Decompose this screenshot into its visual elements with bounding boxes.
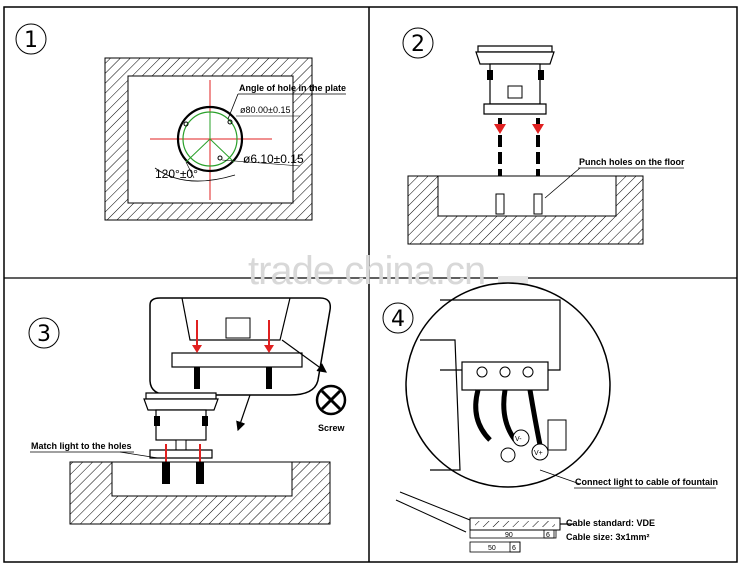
punch-leader <box>544 167 581 199</box>
small-hole-3 <box>217 155 223 161</box>
step-1-badge: 1 <box>15 23 47 55</box>
red-arrow-right <box>532 124 544 134</box>
terminal-screw-2 <box>499 366 511 378</box>
zoom-gland <box>225 317 251 339</box>
step-2-badge: 2 <box>402 27 434 59</box>
watermark: trade.china.cn <box>248 249 485 293</box>
floor-surface <box>437 175 617 217</box>
screw-arrow <box>281 339 327 373</box>
zoom-fixture-body <box>181 297 291 341</box>
dia-small-label: ø6.10±0.15 <box>243 152 304 166</box>
cable-line-1 <box>399 491 471 521</box>
dim-90-box <box>469 529 557 539</box>
dim-6b-label: 6 <box>512 545 516 552</box>
light-clip-left <box>154 416 160 426</box>
screw-icon <box>315 384 347 416</box>
angle-line-left <box>185 138 211 163</box>
light-gland <box>175 439 187 451</box>
zoom-pin-right <box>266 367 272 389</box>
angle-line-right <box>209 138 235 163</box>
angle-leader <box>227 93 239 120</box>
light-top-rim <box>145 392 217 400</box>
arc-tick <box>185 161 195 179</box>
light-cover <box>143 398 219 411</box>
zoom-red-arrow-right <box>264 345 274 353</box>
angle-of-hole-label: Angle of hole in the plate <box>239 83 346 93</box>
wire-3 <box>527 389 543 446</box>
v-plus-label: V+ <box>534 450 543 457</box>
panel-2-punch-holes: Punch holes on the floor <box>407 45 685 245</box>
terminal-screw-1 <box>476 366 488 378</box>
terminal-screw-3 <box>522 366 534 378</box>
dia-small-leader <box>221 159 301 167</box>
match-leader <box>119 451 159 459</box>
ground-symbol <box>500 447 516 463</box>
outer-frame <box>3 6 738 563</box>
cable-strands <box>475 521 555 527</box>
cable-gland <box>547 419 567 451</box>
cable-size-label: Cable size: 3x1mm² <box>566 532 650 542</box>
housing-left-wall <box>420 339 461 471</box>
panel-3-match-light: Screw Match light to the holes <box>30 297 347 525</box>
hole-outer-ring <box>176 105 244 173</box>
connect-light-label: Connect light to cable of fountain <box>575 477 718 487</box>
zoom-bracket <box>171 352 303 368</box>
floor3-pin-right <box>196 462 204 484</box>
zoom-pin-left <box>194 367 200 389</box>
light-bracket <box>149 449 213 459</box>
screw-label: Screw <box>318 423 346 433</box>
callout-arrow <box>236 394 251 432</box>
angle-arc <box>154 167 236 182</box>
v-plus-connector <box>531 443 549 461</box>
fixture-cover <box>475 51 555 65</box>
fixture-bracket <box>483 103 547 115</box>
punch-hole-right <box>533 193 543 215</box>
connect-leader <box>539 469 581 485</box>
punch-hole-left <box>495 193 505 215</box>
punch-holes-label: Punch holes on the floor <box>579 157 685 167</box>
dim-6b-box <box>509 541 521 553</box>
panel-1-hole-plate: Angle of hole in the plate ø80.00±0.15 ø… <box>104 57 346 221</box>
zoom-callout <box>149 297 332 396</box>
zoom-red-arrow-left <box>192 345 202 353</box>
match-light-label: Match light to the holes <box>31 441 132 451</box>
light-body <box>155 409 207 441</box>
dim-6a-label: 6 <box>546 532 550 539</box>
light-clip-right <box>202 416 208 426</box>
step-4-badge: 4 <box>382 302 414 334</box>
dia-large-label: ø80.00±0.15 <box>240 105 290 115</box>
step-2-number: 2 <box>411 32 425 57</box>
floor3-pin-left <box>162 462 170 484</box>
cable-standard-label: Cable standard: VDE <box>566 518 655 528</box>
step-1-number: 1 <box>24 28 38 53</box>
step-3-number: 3 <box>37 322 51 347</box>
v-minus-connector <box>512 429 530 447</box>
small-hole-1 <box>183 121 189 127</box>
panel-4-connect-cable: V- V+ Connect light to cable of fountain… <box>395 282 718 553</box>
wire-1 <box>473 389 492 442</box>
angle-value-label: 120°±0° <box>155 167 198 181</box>
dim-6a-box <box>543 529 555 539</box>
step-4-number: 4 <box>391 307 405 332</box>
dim-50-label: 50 <box>488 545 496 552</box>
v-minus-label: V- <box>515 436 522 443</box>
dim-90-label: 90 <box>505 532 513 539</box>
fixture-top-rim <box>477 45 553 53</box>
small-hole-2 <box>227 119 233 125</box>
step-3-badge: 3 <box>28 317 60 349</box>
fixture-gland <box>507 85 523 99</box>
fixture-clip-right <box>538 70 544 80</box>
red-arrow-left <box>494 124 506 134</box>
fixture-clip-left <box>487 70 493 80</box>
cable-line-2 <box>395 499 467 533</box>
